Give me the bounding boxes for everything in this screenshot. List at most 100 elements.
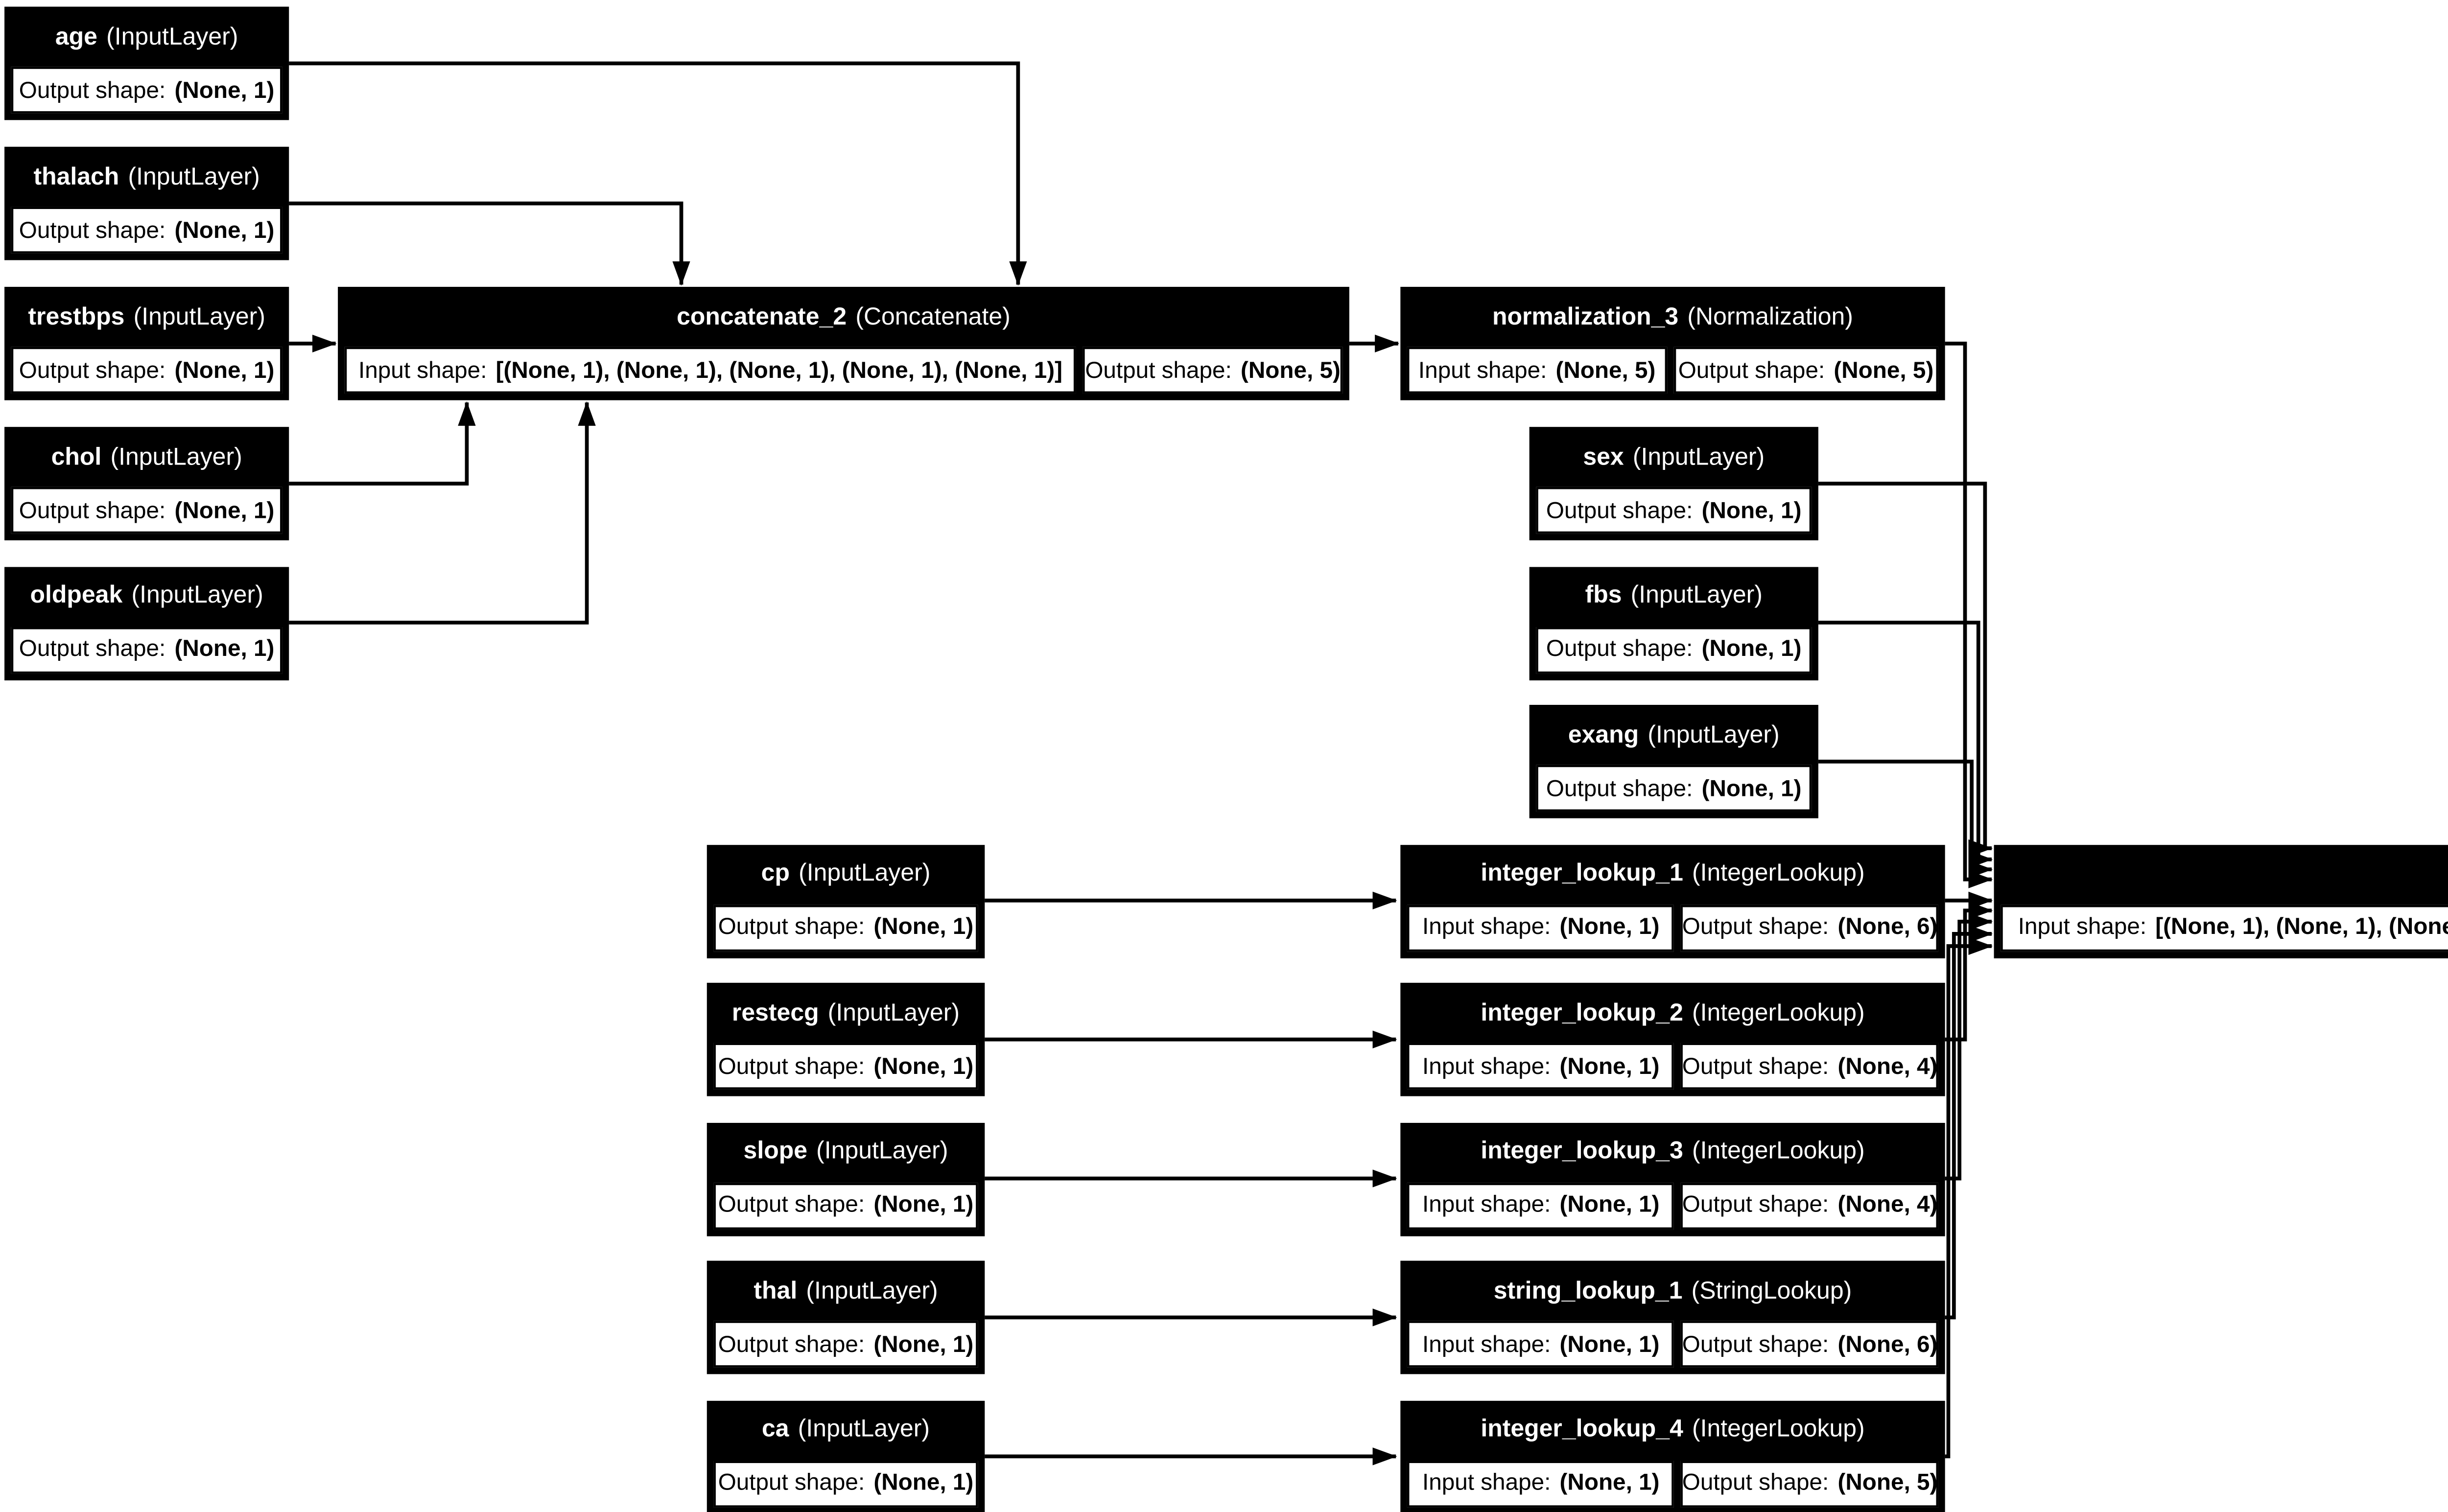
node-concatenate_3-body: Input shape:[(None, 1), (None, 1), (None… [2001, 904, 2448, 951]
node-integer_lookup_4-cell-0: Input shape:(None, 1) [1407, 1460, 1675, 1507]
layer-class: (IntegerLookup) [1692, 860, 1865, 887]
shape-label: Output shape: [1678, 357, 1825, 384]
layer-class: (InputLayer) [131, 582, 263, 609]
shape-label: Output shape: [19, 636, 166, 663]
node-chol: chol(InputLayer)Output shape:(None, 1) [4, 427, 289, 540]
shape-value: (None, 1) [174, 636, 275, 663]
edge-integer_lookup_4-to-concatenate_3 [1945, 937, 1993, 1459]
shape-value: (None, 1) [1559, 1191, 1660, 1219]
node-normalization_3-header: normalization_3(Normalization) [1400, 287, 1945, 347]
shape-value: (None, 1) [873, 1191, 974, 1219]
node-age: age(InputLayer) Output shape: (None, 1) [4, 6, 289, 120]
layer-name: ca [762, 1416, 789, 1443]
node-integer_lookup_4: integer_lookup_4 (IntegerLookup) Input sha… [1400, 1399, 1945, 1512]
node-age-header: age(InputLayer) [4, 7, 289, 67]
edge-thalach-to-concatenate_2 [289, 201, 690, 286]
node-thalach-header: thalach (InputLayer) [4, 147, 289, 207]
layer-class: (IntegerLookup) [1692, 999, 1865, 1026]
shape-value: (None, 1) [1559, 1330, 1660, 1358]
node-slope-body: Output shape: (None, 1) [713, 1182, 978, 1229]
node-age-body: Output shape: (None, 1) [11, 67, 282, 114]
node-integer_lookup_1-header: integer_lookup_1 (IntegerLookup) [1400, 844, 1945, 904]
shape-value: (None, 1) [873, 1330, 974, 1358]
layer-name: integer_lookup_3 [1481, 1138, 1683, 1165]
shape-value: (None, 6) [1837, 1330, 1938, 1358]
node-cp-cell-0: Output shape:(None, 1) [713, 904, 978, 951]
node-restecg-cell-0: Output shape:(None, 1) [713, 1043, 978, 1090]
shape-label: Input shape: [1422, 1469, 1551, 1497]
shape-value: [(None, 1), (None, 1), (None, 1), (None,… [495, 357, 1063, 384]
node-string_lookup_1-cell-0: Input shape: (None, 1) [1407, 1321, 1675, 1368]
node-fbs-cell-0: Output shape:(None, 1) [1536, 626, 1812, 673]
shape-label: Input shape: [358, 357, 487, 384]
node-exang-body: Output shape:(None, 1) [1536, 765, 1812, 812]
layer-name: integer_lookup_1 [1481, 860, 1683, 887]
layer-class: (Concatenate) [855, 303, 1011, 330]
shape-label: Output shape: [1085, 357, 1232, 384]
node-chol-cell-0: Output shape:(None, 1) [11, 487, 282, 534]
shape-value: (None, 4) [1837, 1052, 1938, 1080]
node-trestbps-body: Output shape:(None, 1) [11, 347, 282, 394]
layer-name: normalization_3 [1492, 303, 1679, 330]
shape-value: (None, 1) [1559, 1052, 1660, 1080]
node-integer_lookup_2-header: integer_lookup_2(IntegerLookup) [1400, 983, 1945, 1043]
shape-value: (None, 6) [1837, 914, 1938, 941]
layer-name: exang [1568, 721, 1639, 748]
layer-name: restecg [731, 999, 819, 1026]
shape-label: Output shape: [19, 76, 166, 104]
layer-class: (IntegerLookup) [1692, 1416, 1865, 1443]
node-integer_lookup_4-body: Input shape:(None, 1)Output shape: (None,… [1407, 1460, 1939, 1507]
node-thalach-body: Output shape: (None, 1) [11, 207, 282, 254]
shape-value: (None, 1) [174, 497, 275, 524]
layer-class: (InputLayer) [798, 1416, 930, 1443]
node-sex-body: Output shape: (None, 1) [1536, 487, 1812, 534]
shape-value: (None, 1) [1701, 636, 1802, 663]
edge-exang-to-concatenate_3 [1818, 759, 1993, 879]
node-integer_lookup_1: integer_lookup_1(IntegerLookup)Input sha… [1400, 843, 1945, 957]
layer-class: (InputLayer) [1648, 721, 1780, 748]
layer-name: thalach [33, 163, 119, 190]
node-thalach-cell-0: Output shape: (None, 1) [11, 207, 282, 254]
shape-value: (None, 1) [174, 216, 275, 244]
edge-string_lookup_1-to-concatenate_3 [1945, 925, 1993, 1320]
node-normalization_3-cell-0: Input shape:(None, 5) [1407, 347, 1667, 394]
layer-name: concatenate_2 [677, 303, 847, 330]
shape-value: (None, 1) [1701, 497, 1802, 524]
shape-label: Output shape: [718, 1191, 865, 1219]
node-string_lookup_1-header: string_lookup_1 (StringLookup) [1400, 1261, 1945, 1321]
node-cp-header: cp(InputLayer) [707, 844, 985, 904]
shape-label: Output shape: [1546, 497, 1693, 524]
layer-class: (InputLayer) [128, 163, 260, 190]
layer-name: integer_lookup_4 [1481, 1416, 1683, 1443]
node-normalization_3-cell-1: Output shape:(None, 5) [1673, 347, 1939, 394]
shape-label: Output shape: [19, 216, 166, 244]
edge-oldpeak-to-concatenate_2 [289, 401, 596, 625]
shape-value: (None, 1) [873, 914, 974, 941]
shape-label: Output shape: [1682, 1191, 1829, 1219]
edge-age-to-concatenate_2 [289, 61, 1027, 286]
shape-value: (None, 1) [1559, 914, 1660, 941]
node-integer_lookup_3-cell-0: Input shape:(None, 1) [1407, 1182, 1675, 1229]
node-integer_lookup_4-header: integer_lookup_4 (IntegerLookup) [1400, 1400, 1945, 1460]
layer-class: (InputLayer) [106, 23, 238, 50]
shape-label: Input shape: [1422, 1330, 1551, 1358]
layer-class: (StringLookup) [1691, 1277, 1852, 1304]
node-oldpeak: oldpeak(InputLayer)Output shape:(None, 1… [4, 566, 289, 679]
shape-label: Output shape: [1682, 1469, 1829, 1497]
shape-label: Output shape: [1682, 1330, 1829, 1358]
layer-name: string_lookup_1 [1493, 1277, 1683, 1304]
layer-class: (InputLayer) [806, 1277, 938, 1304]
node-concatenate_2-cell-1: Output shape:(None, 5) [1083, 347, 1343, 394]
node-concatenate_3-header: concatenate_3(Concatenate) [1994, 844, 2448, 904]
shape-value: (None, 5) [1837, 1469, 1938, 1497]
shape-label: Input shape: [2018, 914, 2147, 941]
node-concatenate_2: concatenate_2 (Concatenate) Input shape: [(… [338, 286, 1349, 400]
layer-class: (InputLayer) [799, 860, 931, 887]
node-slope-header: slope(InputLayer) [707, 1122, 985, 1182]
node-chol-header: chol(InputLayer) [4, 427, 289, 487]
node-exang: exang (InputLayer) Output shape:(None, 1) [1529, 705, 1818, 818]
shape-value: (None, 1) [174, 76, 275, 104]
node-cp: cp(InputLayer)Output shape:(None, 1) [706, 843, 985, 957]
